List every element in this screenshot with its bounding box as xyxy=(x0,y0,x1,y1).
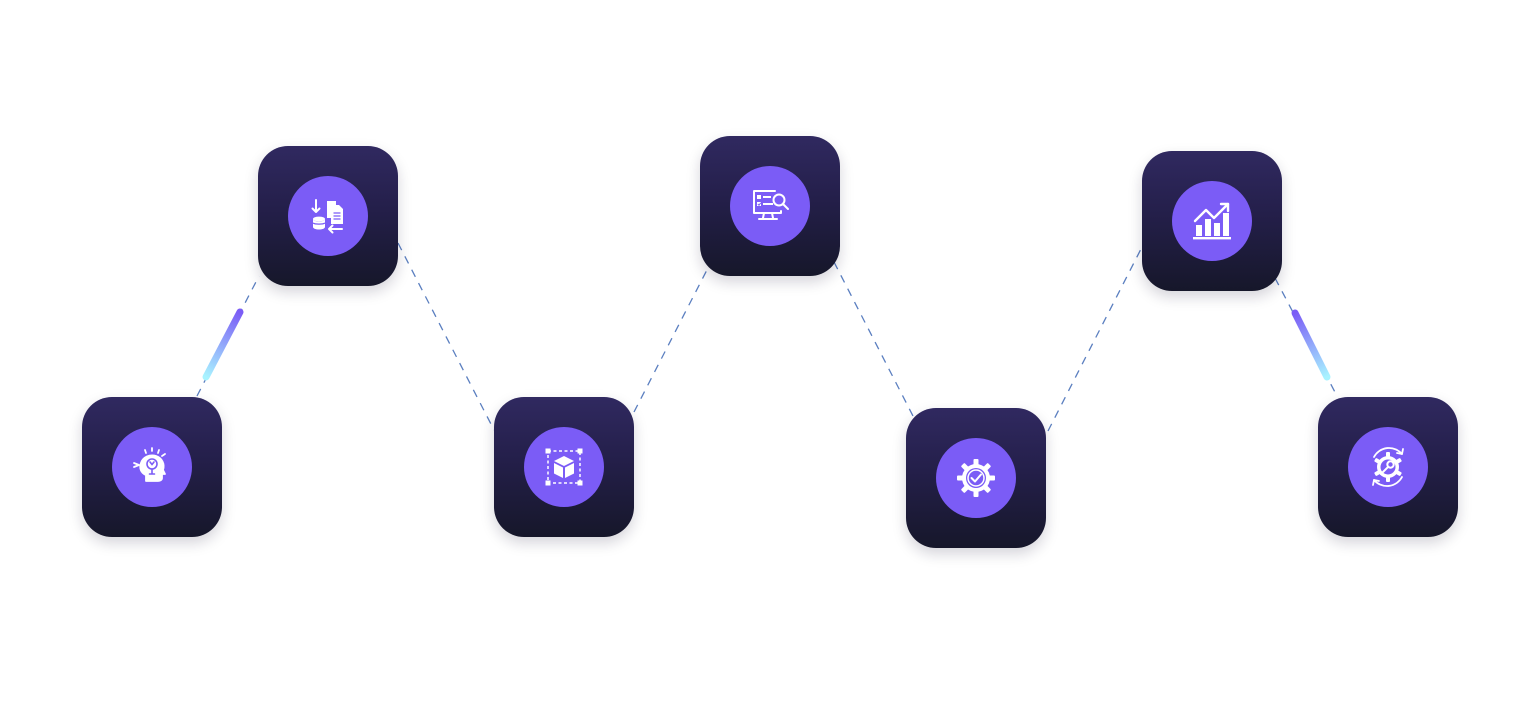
connector-6-7 xyxy=(1274,277,1338,397)
step-node-7 xyxy=(1318,397,1458,537)
gear-wrench-maintenance-icon xyxy=(1372,447,1404,487)
connector-2-3 xyxy=(397,242,495,431)
gear-check-icon xyxy=(957,459,995,497)
lightbulb-head-icon xyxy=(133,447,166,482)
connector-3-4 xyxy=(633,263,711,413)
connector-5-6 xyxy=(1047,248,1142,432)
accent-segment-6-7 xyxy=(1291,309,1331,381)
step-node-6 xyxy=(1142,151,1282,291)
icon-circle xyxy=(730,166,810,246)
connector-1-2 xyxy=(196,275,260,397)
growth-chart-icon xyxy=(1193,202,1231,240)
step-node-2 xyxy=(258,146,398,286)
icon-circle xyxy=(288,176,368,256)
step-node-4 xyxy=(700,136,840,276)
icon-circle xyxy=(524,427,604,507)
connector-4-5 xyxy=(833,261,914,417)
step-node-1 xyxy=(82,397,222,537)
icon-circle xyxy=(1348,427,1428,507)
step-node-5 xyxy=(906,408,1046,548)
icon-circle xyxy=(936,438,1016,518)
icon-circle xyxy=(1172,181,1252,261)
accent-segment-1-2 xyxy=(202,308,244,381)
monitor-search-icon xyxy=(753,190,789,220)
step-node-3 xyxy=(494,397,634,537)
box-prototype-icon xyxy=(545,448,583,486)
data-migration-icon xyxy=(311,199,343,234)
icon-circle xyxy=(112,427,192,507)
